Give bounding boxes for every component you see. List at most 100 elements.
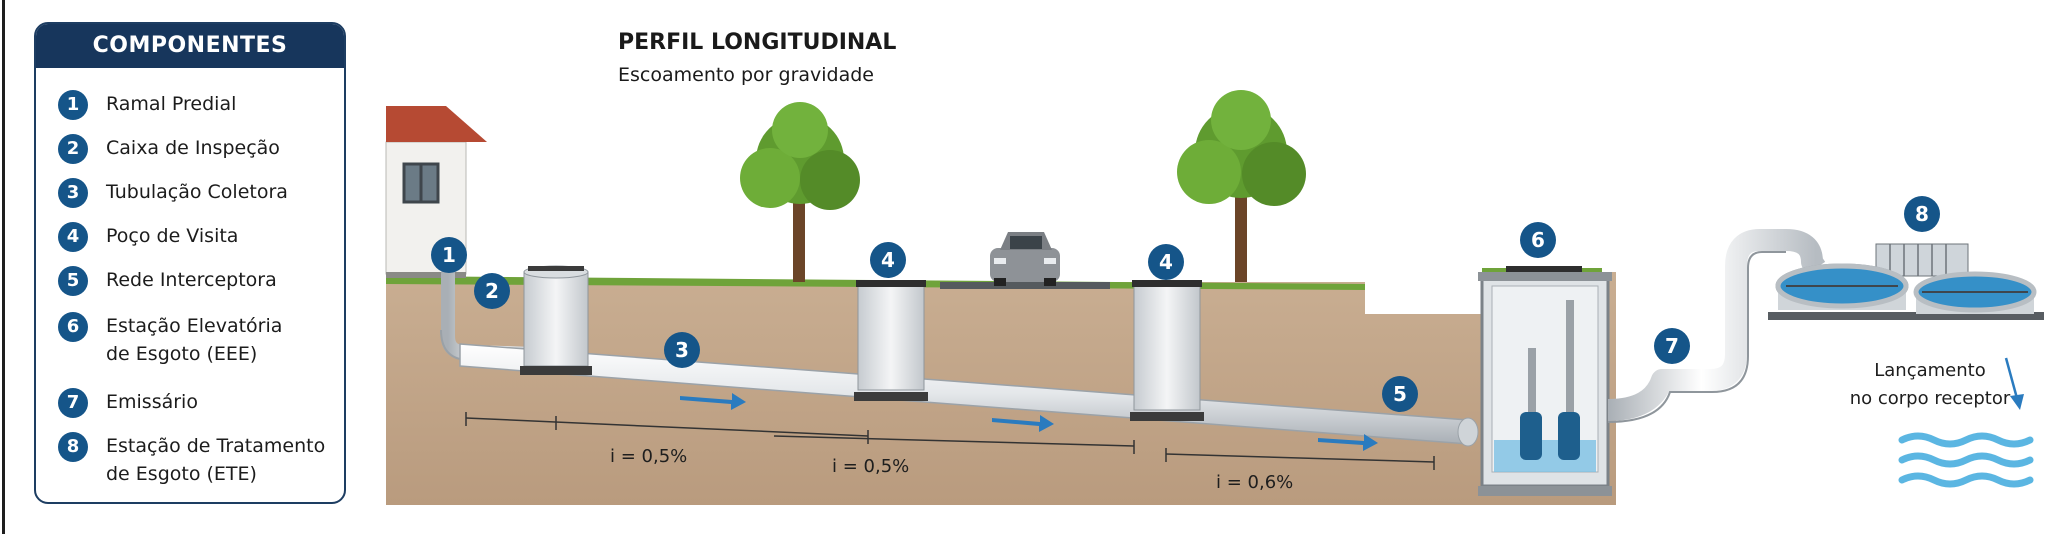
manhole-base xyxy=(854,392,928,401)
discharge-arrowhead xyxy=(2010,394,2024,410)
legend-item-ramal-predial: 1 Ramal Predial xyxy=(58,90,236,120)
road-surface xyxy=(940,282,1110,289)
treatment-plant xyxy=(1768,243,2044,320)
discharge-label: no corpo receptor xyxy=(1850,388,2011,409)
manhole-1 xyxy=(854,280,928,401)
car-headlight xyxy=(994,258,1006,264)
inspection-box-shaft xyxy=(523,271,589,367)
badge-1: 1 xyxy=(431,237,467,273)
badge-number: 5 xyxy=(1393,382,1407,406)
flow-arrow xyxy=(680,393,746,410)
legend-item-label: Caixa de Inspeção xyxy=(106,137,280,159)
riser-pipe xyxy=(1528,348,1536,412)
badge-7: 7 xyxy=(1654,328,1690,364)
car-wheel xyxy=(1044,278,1056,286)
manhole-cover xyxy=(1132,280,1202,287)
riser-pipe xyxy=(1566,300,1574,412)
inspection-box-cover xyxy=(528,266,584,271)
badge-number: 6 xyxy=(1531,228,1545,252)
legend-number-badge: 6 xyxy=(58,312,88,342)
car-headlight xyxy=(1044,258,1056,264)
house-roof xyxy=(386,106,487,142)
badge-number: 3 xyxy=(675,338,689,362)
pipe-joint xyxy=(1457,417,1479,447)
badge-number: 2 xyxy=(485,279,499,303)
tree-canopy xyxy=(740,148,800,208)
pumping-station-hatch xyxy=(1506,266,1582,272)
legend-item-estacao-elevatoria: 6 Estação Elevatória de Esgoto (EEE) xyxy=(58,312,282,368)
legend-number-badge: 4 xyxy=(58,222,88,252)
badge-2: 2 xyxy=(474,273,510,309)
tree-canopy xyxy=(1242,142,1306,206)
pump xyxy=(1558,412,1580,460)
slope-label: i = 0,6% xyxy=(1216,472,1293,493)
car-windshield xyxy=(1010,236,1042,249)
diagram-title: PERFIL LONGITUDINAL xyxy=(618,30,897,55)
pumping-station xyxy=(1478,266,1612,496)
badge-number: 4 xyxy=(881,248,895,272)
badge-number: 7 xyxy=(1665,334,1679,358)
tree-canopy xyxy=(772,102,828,158)
pump xyxy=(1520,412,1542,460)
legend-item-estacao-tratamento: 8 Estação de Tratamento de Esgoto (ETE) xyxy=(58,432,325,488)
legend-number-badge: 5 xyxy=(58,266,88,296)
badge-number: 1 xyxy=(442,243,456,267)
receiving-water-waves xyxy=(1898,432,2034,488)
wet-well-water xyxy=(1494,440,1596,472)
car-body xyxy=(990,248,1060,282)
badge-6: 6 xyxy=(1520,222,1556,258)
badge-4: 4 xyxy=(1148,244,1184,280)
tree-left xyxy=(740,102,860,282)
car xyxy=(990,232,1060,286)
treatment-platform xyxy=(1768,312,2044,320)
manhole-base xyxy=(1130,412,1204,421)
force-main-pipe xyxy=(1607,229,1826,421)
badge-3: 3 xyxy=(664,332,700,368)
tree-canopy xyxy=(1211,90,1271,150)
legend-title: COMPONENTES xyxy=(36,24,344,68)
legend-item-label: Emissário xyxy=(106,391,198,413)
discharge-label: Lançamento xyxy=(1874,360,1985,381)
legend-item-label: Poço de Visita xyxy=(106,225,239,247)
legend-number-badge: 7 xyxy=(58,388,88,418)
legend-item-poco-visita: 4 Poço de Visita xyxy=(58,222,238,252)
legend-number-badge: 3 xyxy=(58,178,88,208)
diagram-subtitle: Escoamento por gravidade xyxy=(618,64,874,86)
tree-right xyxy=(1177,90,1306,282)
legend-item-label: Estação Elevatória de Esgoto (EEE) xyxy=(106,315,283,365)
pumping-station-top xyxy=(1478,272,1612,281)
manhole-2 xyxy=(1130,280,1204,421)
slope-label: i = 0,5% xyxy=(832,456,909,477)
car-wheel xyxy=(994,278,1006,286)
flow-arrow xyxy=(992,415,1054,432)
house-base xyxy=(386,272,466,278)
discharge-arrow xyxy=(2004,357,2020,403)
legend-number-badge: 2 xyxy=(58,134,88,164)
manhole-cover xyxy=(856,280,926,287)
legend-item-label: Estação de Tratamento de Esgoto (ETE) xyxy=(106,435,326,485)
badge-8: 8 xyxy=(1904,196,1940,232)
slope-dimension-lines xyxy=(465,412,1435,470)
legend-item-emissario: 7 Emissário xyxy=(58,388,198,418)
badge-number: 4 xyxy=(1159,250,1173,274)
legend-item-label: Tubulação Coletora xyxy=(106,181,288,203)
flow-arrow xyxy=(1318,434,1378,451)
pumping-station-floor xyxy=(1478,486,1612,496)
tree-canopy xyxy=(800,150,860,210)
legend-item-tubulacao-coletora: 3 Tubulação Coletora xyxy=(58,178,288,208)
badge-4: 4 xyxy=(870,242,906,278)
badge-5: 5 xyxy=(1382,376,1418,412)
tree-trunk xyxy=(1235,190,1247,282)
slope-label: i = 0,5% xyxy=(610,446,687,467)
manhole-shaft xyxy=(1133,285,1201,411)
legend-number-badge: 8 xyxy=(58,432,88,462)
legend-item-label: Ramal Predial xyxy=(106,93,237,115)
legend-number-badge: 1 xyxy=(58,90,88,120)
badge-number: 8 xyxy=(1915,202,1929,226)
legend-item-rede-interceptora: 5 Rede Interceptora xyxy=(58,266,277,296)
tree-trunk xyxy=(793,196,805,282)
left-frame-edge xyxy=(2,0,5,534)
flow-arrows xyxy=(680,393,1378,451)
tree-canopy xyxy=(1177,140,1241,204)
